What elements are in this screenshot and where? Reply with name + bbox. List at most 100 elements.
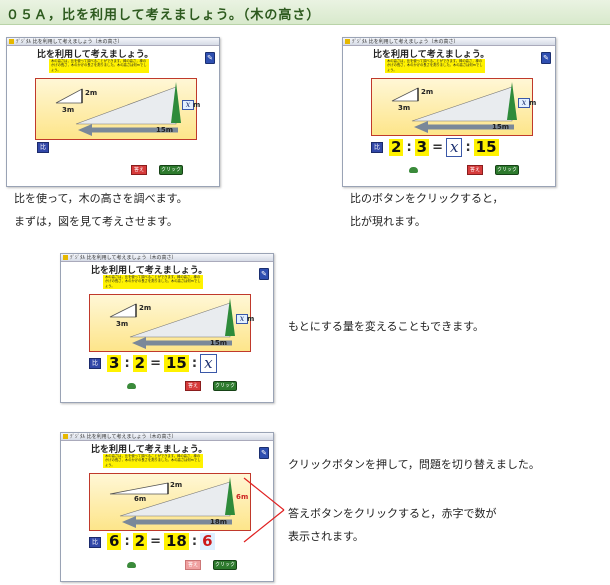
answer-button[interactable]: 答え xyxy=(467,165,483,175)
click-button[interactable]: クリック xyxy=(159,165,183,175)
tree-shadow-label: 18m xyxy=(210,518,228,526)
ratio-term-b: 2 xyxy=(132,354,148,372)
stick-shadow-label: 3m xyxy=(116,320,129,328)
shadow-arrow-head xyxy=(414,121,428,133)
caption-2: 比のボタンをクリックすると， 比が現れます。 xyxy=(350,187,504,233)
ratio-term-c: 18 xyxy=(163,532,189,550)
stick-height-label: 2m xyxy=(85,89,98,97)
ratio-equation: 6 : 2 = 18 : 6 xyxy=(107,533,215,550)
equals-symbol: = xyxy=(150,356,161,371)
tree-shadow-label: 15m xyxy=(492,123,510,131)
tree-height-answer: 6 xyxy=(236,493,241,501)
screenshot-2: ﾃﾞｼﾞﾀﾙ 比を利用して考えましょう（木の高さ） 比を利用して考えましょう。 … xyxy=(342,37,556,187)
tree-icon xyxy=(225,298,235,336)
stick-shadow-label: 3m xyxy=(62,106,75,114)
ratio-term-b: 3 xyxy=(414,138,430,156)
shadow-arrow-head xyxy=(132,337,146,349)
instruction-text: 木の高さは，比を使って調べることができます。棒の高さ，棒のかげの長さ，木のかげの… xyxy=(103,454,203,468)
lesson-title: 比を利用して考えましょう。 xyxy=(91,445,208,455)
tree-icon xyxy=(171,82,181,123)
answer-button[interactable]: 答え xyxy=(185,560,201,570)
stick-triangle xyxy=(55,88,83,104)
tree-diagram: 2m 3m 15m 𝑥 m xyxy=(35,78,201,140)
ratio-term-a: 3 xyxy=(107,354,122,372)
colon-symbol: : xyxy=(124,356,130,371)
ratio-term-b: 2 xyxy=(132,532,148,550)
window-title: ﾃﾞｼﾞﾀﾙ 比を利用して考えましょう（木の高さ） xyxy=(70,434,177,440)
answer-button[interactable]: 答え xyxy=(131,165,147,175)
equals-symbol: = xyxy=(150,534,161,549)
diagram-drawing xyxy=(109,477,235,528)
app-icon xyxy=(63,255,68,260)
colon-symbol: : xyxy=(191,534,198,549)
screenshot-3: ﾃﾞｼﾞﾀﾙ 比を利用して考えましょう（木の高さ） 比を利用して考えましょう。 … xyxy=(60,253,274,403)
lesson-title: 比を利用して考えましょう。 xyxy=(37,50,154,60)
window-titlebar: ﾃﾞｼﾞﾀﾙ 比を利用して考えましょう（木の高さ） xyxy=(61,254,273,262)
pen-icon[interactable]: ✎ xyxy=(205,52,215,64)
ratio-button[interactable]: 比 xyxy=(89,358,101,369)
instruction-text: 木の高さは，比を使って調べることができます。棒の高さ，棒のかげの長さ，木のかげの… xyxy=(49,59,149,73)
window-title: ﾃﾞｼﾞﾀﾙ 比を利用して考えましょう（木の高さ） xyxy=(70,255,177,261)
pen-icon[interactable]: ✎ xyxy=(541,52,551,64)
pen-icon[interactable]: ✎ xyxy=(259,268,269,280)
tree-height-unit: m xyxy=(247,315,255,323)
colon-symbol: : xyxy=(465,140,471,155)
caption-5-line-1: 答えボタンをクリックすると，赤字で数が xyxy=(288,507,497,520)
ratio-term-x: 𝑥 xyxy=(445,138,463,157)
ratio-button[interactable]: 比 xyxy=(89,537,101,548)
window-title: ﾃﾞｼﾞﾀﾙ 比を利用して考えましょう（木の高さ） xyxy=(352,39,459,45)
shadow-arrow-head xyxy=(78,124,92,136)
tree-height-unit: m xyxy=(241,493,249,501)
page-header: ０５Ａ，比を利用して考えましょう。（木の高さ） xyxy=(0,0,610,25)
click-button[interactable]: クリック xyxy=(213,381,237,391)
caption-5: 答えボタンをクリックすると，赤字で数が 表示されます。 xyxy=(288,502,497,548)
tree-height-variable: 𝑥 xyxy=(236,314,248,324)
ratio-term-c: 15 xyxy=(163,354,189,372)
ratio-term-a: 2 xyxy=(389,138,404,156)
diagram-drawing xyxy=(55,82,181,136)
caption-1-line-2: まずは，図を見て考えさせます。 xyxy=(14,215,178,228)
tree-diagram: 2m 3m 15m 𝑥 m xyxy=(371,78,537,136)
cloud-icon[interactable] xyxy=(127,383,136,389)
caption-2-line-2: 比が現れます。 xyxy=(350,215,426,228)
tree-shadow-label: 15m xyxy=(210,339,228,347)
tree-height-variable: 𝑥 xyxy=(182,100,194,110)
stick-height-label: 2m xyxy=(139,304,152,312)
cloud-icon[interactable] xyxy=(127,562,136,568)
caption-5-line-2: 表示されます。 xyxy=(288,530,364,543)
ratio-equation: 3 : 2 = 15 : 𝑥 xyxy=(107,354,217,373)
caption-1-line-1: 比を使って，木の高さを調べます。 xyxy=(14,192,188,205)
click-button[interactable]: クリック xyxy=(213,560,237,570)
ratio-button[interactable]: 比 xyxy=(371,142,383,153)
stick-triangle xyxy=(391,87,419,102)
tree-icon xyxy=(507,82,517,120)
ratio-button[interactable]: 比 xyxy=(37,142,49,153)
caption-3: もとにする量を変えることもできます。 xyxy=(288,320,485,333)
app-icon xyxy=(345,39,350,44)
cloud-icon[interactable] xyxy=(409,167,418,173)
window-titlebar: ﾃﾞｼﾞﾀﾙ 比を利用して考えましょう（木の高さ） xyxy=(61,433,273,441)
caption-4: クリックボタンを押して，問題を切り替えました。 xyxy=(288,458,540,471)
tree-diagram: 2m 6m 18m 6 m xyxy=(89,473,251,531)
caption-1: 比を使って，木の高さを調べます。 まずは，図を見て考えさせます。 xyxy=(14,187,188,233)
ratio-equation: 2 : 3 = 𝑥 : 15 xyxy=(389,138,499,157)
tree-height-unit: m xyxy=(529,99,537,107)
stick-shadow-label: 6m xyxy=(134,495,147,503)
stick-triangle xyxy=(109,303,137,318)
diagram-drawing xyxy=(109,298,235,349)
click-button[interactable]: クリック xyxy=(495,165,519,175)
colon-symbol: : xyxy=(124,534,130,549)
tree-shadow-label: 15m xyxy=(156,126,174,134)
pen-icon[interactable]: ✎ xyxy=(259,447,269,459)
tree-height-unit: m xyxy=(193,101,201,109)
stick-height-label: 2m xyxy=(421,88,434,96)
ratio-term-x: 𝑥 xyxy=(200,354,217,373)
lesson-title: 比を利用して考えましょう。 xyxy=(373,50,490,60)
window-titlebar: ﾃﾞｼﾞﾀﾙ 比を利用して考えましょう（木の高さ） xyxy=(343,38,555,46)
colon-symbol: : xyxy=(406,140,412,155)
instruction-text: 木の高さは，比を使って調べることができます。棒の高さ，棒のかげの長さ，木のかげの… xyxy=(103,275,203,289)
lesson-title: 比を利用して考えましょう。 xyxy=(91,266,208,276)
answer-button[interactable]: 答え xyxy=(185,381,201,391)
stick-height-label: 2m xyxy=(170,481,183,489)
colon-symbol: : xyxy=(191,356,198,371)
